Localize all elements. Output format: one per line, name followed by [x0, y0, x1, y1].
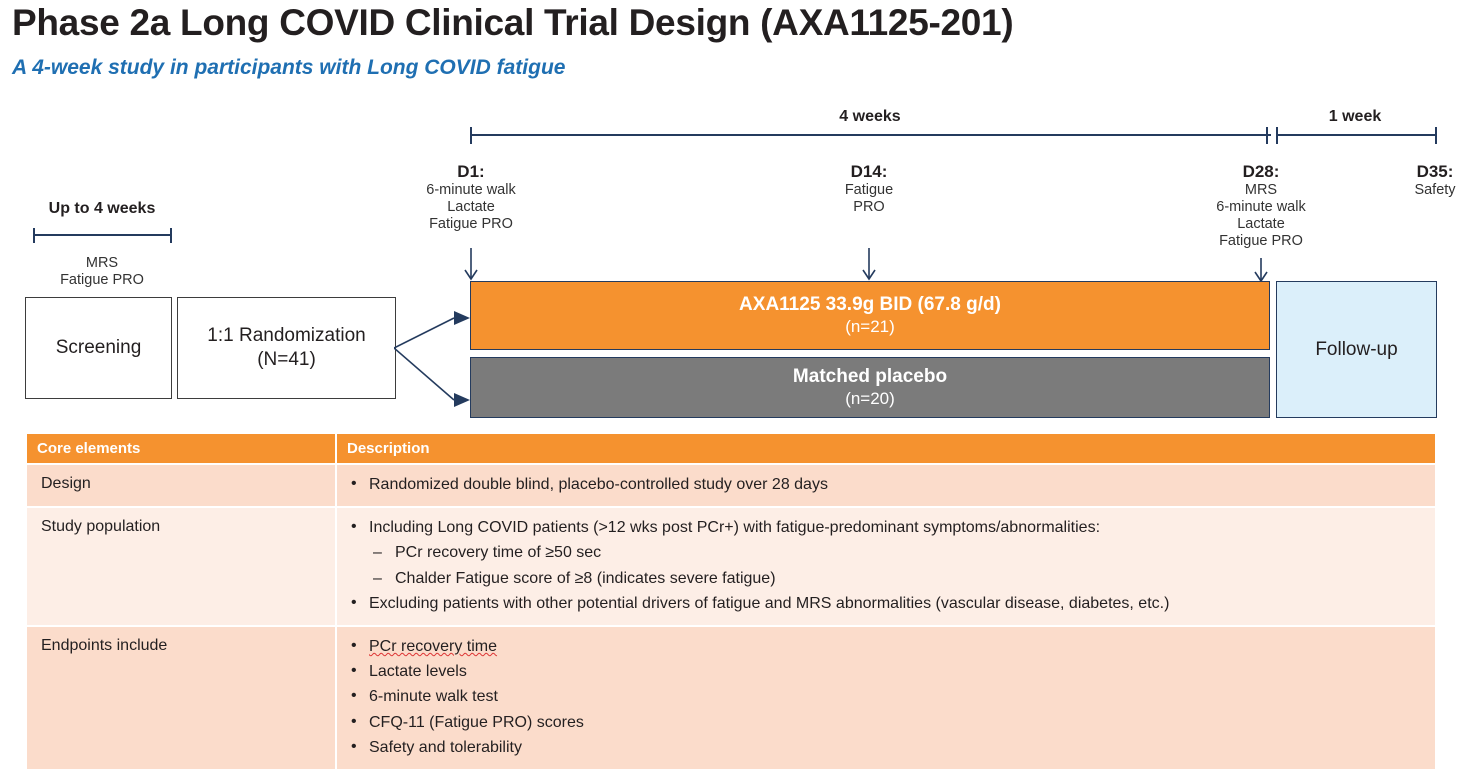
screening-span-rule: [33, 234, 172, 236]
table-header-row: Core elements Description: [25, 432, 1437, 465]
bullet: CFQ-11 (Fatigue PRO) scores: [347, 709, 1425, 734]
bullet-text: PCr recovery time: [369, 637, 498, 655]
screening-assessment-0: MRS: [85, 255, 119, 271]
visit-d1-day: D1:: [457, 162, 485, 181]
row-desc-endpoints: PCr recovery time Lactate levels 6-minut…: [335, 624, 1437, 771]
visit-d28-a2: Lactate: [1237, 216, 1285, 233]
table-row: Study population Including Long COVID pa…: [25, 506, 1437, 627]
visit-d35-a0: Safety: [1414, 182, 1456, 199]
visit-d14-a1: PRO: [853, 199, 885, 216]
treatment-span-rule: [471, 134, 1271, 136]
visit-d35-day: D35:: [1416, 162, 1454, 181]
randomization-n: (N=41): [257, 349, 316, 370]
tick-d35: [1435, 127, 1437, 144]
followup-box-label: Follow-up: [1315, 338, 1398, 360]
table-header-core-elements: Core elements: [25, 432, 337, 465]
bullet: Including Long COVID patients (>12 wks p…: [347, 515, 1425, 590]
screening-span-label: Up to 4 weeks: [48, 200, 156, 217]
bullet-text: Including Long COVID patients (>12 wks p…: [369, 519, 1101, 537]
page-subtitle: A 4-week study in participants with Long…: [12, 56, 566, 79]
d1-down-arrow-icon: [462, 248, 480, 282]
visit-d28-a0: MRS: [1244, 182, 1278, 199]
visit-d1-a0: 6-minute walk: [426, 182, 516, 199]
visit-d14: D14: Fatigue PRO: [794, 162, 944, 216]
visit-d14-day: D14:: [850, 162, 888, 181]
screening-box-label: Screening: [55, 337, 142, 359]
visit-d1: D1: 6-minute walk Lactate Fatigue PRO: [396, 162, 546, 233]
bullet: Lactate levels: [347, 659, 1425, 683]
randomization-fork-connector: [393, 300, 474, 423]
page-title: Phase 2a Long COVID Clinical Trial Desig…: [12, 2, 1014, 43]
tick-d1: [470, 127, 472, 144]
d14-down-arrow-icon: [860, 248, 878, 282]
screening-span-cap-left: [33, 228, 35, 243]
table-row: Design Randomized double blind, placebo-…: [25, 462, 1437, 509]
tick-d28: [1266, 127, 1268, 144]
visit-d1-a2: Fatigue PRO: [429, 216, 513, 233]
sub-bullet: Chalder Fatigue score of ≥8 (indicates s…: [369, 567, 1425, 590]
visit-d14-a0: Fatigue: [844, 182, 894, 199]
tick-d28-right: [1276, 127, 1278, 144]
followup-span-label: 1 week: [1328, 108, 1382, 125]
bullet: PCr recovery time: [347, 634, 1425, 658]
screening-span-cap-right: [170, 228, 172, 243]
visit-d1-a1: Lactate: [447, 199, 495, 216]
visit-d28-a3: Fatigue PRO: [1219, 233, 1303, 250]
visit-d28-day: D28:: [1242, 162, 1280, 181]
visit-d35: D35: Safety: [1385, 162, 1469, 199]
bullet: Safety and tolerability: [347, 735, 1425, 759]
sub-bullet: PCr recovery time of ≥50 sec: [369, 541, 1425, 564]
arm-active-label: AXA1125 33.9g BID (67.8 g/d): [739, 293, 1001, 315]
arm-active[interactable]: AXA1125 33.9g BID (67.8 g/d) (n=21): [470, 281, 1270, 350]
row-desc-study-population: Including Long COVID patients (>12 wks p…: [335, 506, 1437, 627]
screening-assessments: MRS Fatigue PRO: [22, 255, 182, 290]
screening-box[interactable]: Screening: [25, 297, 172, 399]
randomization-label: 1:1 Randomization: [207, 325, 366, 347]
table-row: Endpoints include PCr recovery time Lact…: [25, 624, 1437, 771]
followup-span-rule: [1276, 134, 1437, 136]
bullet: 6-minute walk test: [347, 684, 1425, 708]
table-header-description: Description: [335, 432, 1437, 465]
row-label-endpoints: Endpoints include: [25, 624, 337, 771]
core-elements-table: Core elements Description Design Randomi…: [25, 432, 1437, 771]
arm-active-n: (n=21): [845, 316, 895, 336]
arm-placebo-label: Matched placebo: [792, 365, 948, 387]
visit-d28-a1: 6-minute walk: [1216, 199, 1306, 216]
row-desc-design: Randomized double blind, placebo-control…: [335, 462, 1437, 509]
bullet: Excluding patients with other potential …: [347, 591, 1425, 615]
arm-placebo[interactable]: Matched placebo (n=20): [470, 357, 1270, 418]
row-label-study-population: Study population: [25, 506, 337, 627]
visit-d28: D28: MRS 6-minute walk Lactate Fatigue P…: [1186, 162, 1336, 250]
bullet: Randomized double blind, placebo-control…: [347, 472, 1425, 496]
followup-box[interactable]: Follow-up: [1276, 281, 1437, 418]
treatment-span-label: 4 weeks: [839, 108, 901, 125]
screening-assessment-1: Fatigue PRO: [60, 272, 144, 289]
randomization-box[interactable]: 1:1 Randomization (N=41): [177, 297, 396, 399]
row-label-design: Design: [25, 462, 337, 509]
arm-placebo-n: (n=20): [845, 388, 895, 408]
